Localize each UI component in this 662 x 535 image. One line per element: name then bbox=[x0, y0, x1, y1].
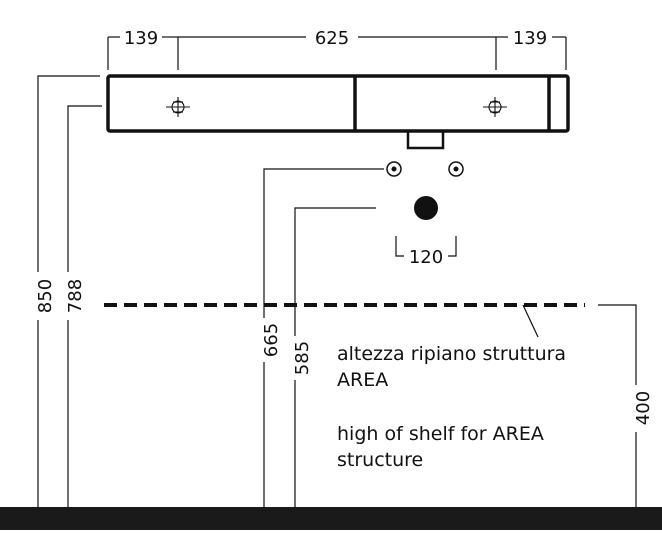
water-supply-right bbox=[448, 161, 464, 177]
vertical-dimensions bbox=[37, 75, 637, 508]
top-dimension-chain bbox=[107, 36, 567, 70]
note-english-line2: structure bbox=[337, 449, 423, 471]
supply-spacing-dimension bbox=[395, 236, 457, 257]
basin-drain-trap bbox=[406, 131, 445, 150]
dim-label-788: 788 bbox=[65, 279, 86, 313]
basin-unit bbox=[106, 74, 570, 150]
note-italian-line1: altezza ripiano struttura bbox=[337, 343, 566, 365]
floor-line bbox=[0, 507, 662, 530]
mounting-point-right bbox=[483, 97, 507, 117]
dim-585-upper bbox=[294, 207, 376, 336]
dim-850-upper bbox=[37, 75, 100, 272]
dim-label-585: 585 bbox=[292, 341, 313, 375]
dim-label-400: 400 bbox=[633, 391, 654, 425]
dim-788-upper bbox=[67, 105, 102, 272]
basin-outline bbox=[106, 74, 570, 133]
dim-label-625: 625 bbox=[315, 28, 349, 49]
note-italian-line2: AREA bbox=[337, 369, 388, 391]
note-english-line1: high of shelf for AREA bbox=[337, 423, 544, 445]
dim-label-850: 850 bbox=[35, 279, 56, 313]
dim-label-665: 665 bbox=[261, 323, 282, 357]
dim-label-139-right: 139 bbox=[513, 28, 547, 49]
dim-665-upper bbox=[263, 168, 384, 318]
dim-label-120: 120 bbox=[409, 247, 443, 268]
water-supply-left bbox=[386, 161, 402, 177]
dim-label-139-left: 139 bbox=[124, 28, 158, 49]
mounting-point-left bbox=[166, 97, 190, 117]
dim-400-upper bbox=[598, 304, 637, 385]
drain-outlet bbox=[414, 196, 438, 220]
shelf-leader-line bbox=[522, 304, 539, 338]
